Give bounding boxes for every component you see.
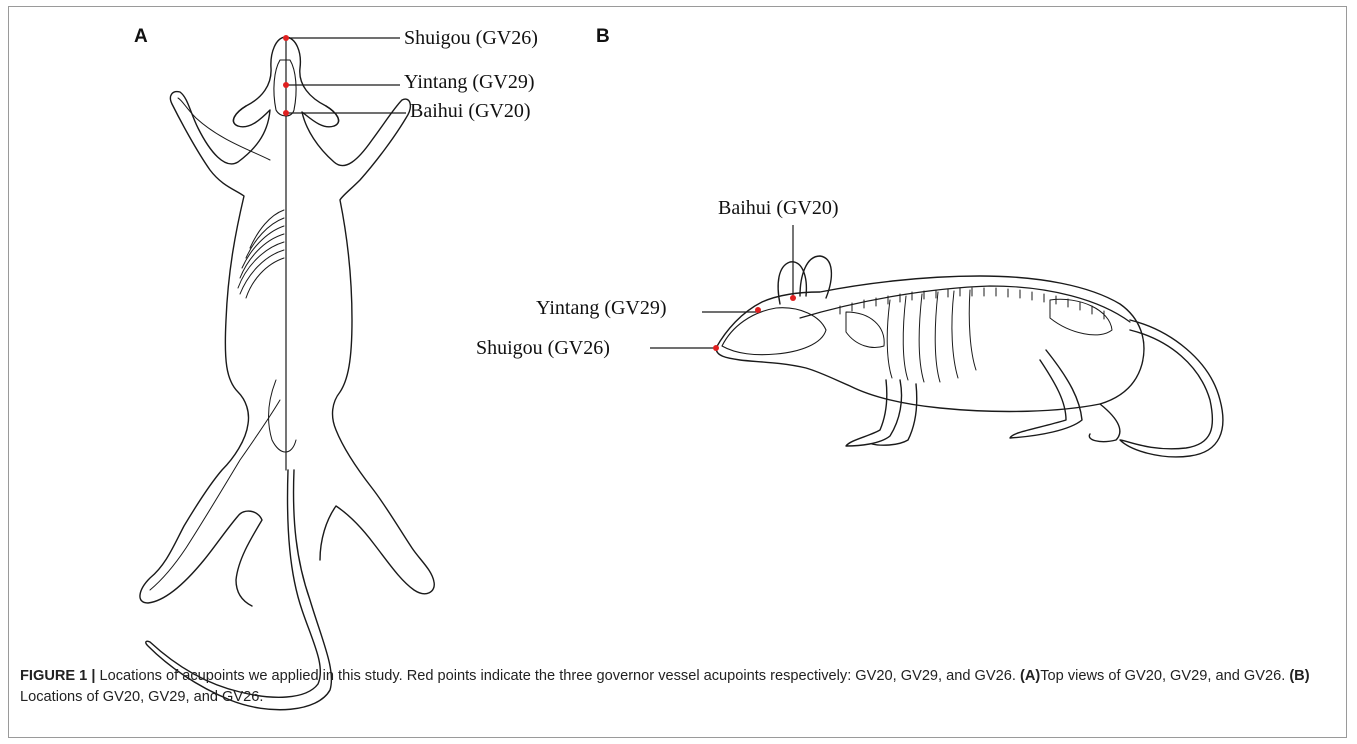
rat-side-front-leg — [846, 380, 902, 446]
rat-side-vertebrae — [840, 288, 1104, 319]
panel-a-leader-lines — [286, 38, 406, 113]
panel-a-gv20-point — [283, 110, 289, 116]
rat-top-left-hindlimb-bone — [150, 400, 280, 590]
rat-side-skull — [722, 308, 826, 355]
rat-side-body-outline — [716, 276, 1144, 411]
rat-side-hind-foot — [1089, 404, 1120, 442]
panel-b-gv20-label: Baihui (GV20) — [718, 198, 839, 218]
rat-side-tail — [1120, 320, 1223, 457]
rat-side-front-leg-2 — [872, 384, 917, 445]
panel-b-leader-lines — [650, 225, 793, 348]
panel-b-letter: B — [596, 26, 610, 48]
caption-text-2: Top views of GV20, GV29, and GV26. — [1040, 668, 1289, 684]
rat-top-left-forelimb-bone — [178, 98, 270, 160]
panel-a-letter: A — [134, 26, 148, 48]
rat-side-ribs — [887, 290, 976, 382]
rat-top-left-ear — [233, 106, 246, 126]
panel-a-gv26-point — [283, 35, 289, 41]
rat-top-pelvis — [269, 380, 296, 452]
panel-b-gv26-point — [713, 345, 719, 351]
rat-top-skull — [274, 60, 296, 116]
rat-side-hind-leg — [1010, 350, 1082, 438]
rat-top-view — [140, 37, 434, 710]
panel-b-gv26-label: Shuigou (GV26) — [476, 338, 610, 358]
panel-a-gv29-label: Yintang (GV29) — [404, 72, 535, 92]
rat-side-view — [716, 256, 1223, 457]
panel-b-acupoints — [713, 295, 796, 351]
caption-text-1: Locations of acupoints we applied in thi… — [95, 668, 1020, 684]
caption-a-label: (A) — [1020, 668, 1040, 684]
panel-b-gv29-point — [755, 307, 761, 313]
panel-b-gv20-point — [790, 295, 796, 301]
figure-caption: FIGURE 1 | Locations of acupoints we app… — [20, 666, 1340, 708]
panel-b-gv29-label: Yintang (GV29) — [536, 298, 667, 318]
caption-b-label: (B) — [1289, 668, 1309, 684]
panel-a-gv20-label: Baihui (GV20) — [410, 101, 531, 121]
caption-figure-label: FIGURE 1 | — [20, 668, 95, 684]
panel-a-gv29-point — [283, 82, 289, 88]
rat-side-pelvis — [1050, 299, 1112, 335]
rat-top-body-outline — [140, 37, 285, 606]
rat-side-scapula — [846, 312, 884, 347]
rat-top-right-ear — [326, 106, 339, 126]
panel-a-gv26-label: Shuigou (GV26) — [404, 28, 538, 48]
caption-text-3: Locations of GV20, GV29, and GV26. — [20, 689, 263, 705]
rat-top-ribs — [238, 210, 284, 298]
